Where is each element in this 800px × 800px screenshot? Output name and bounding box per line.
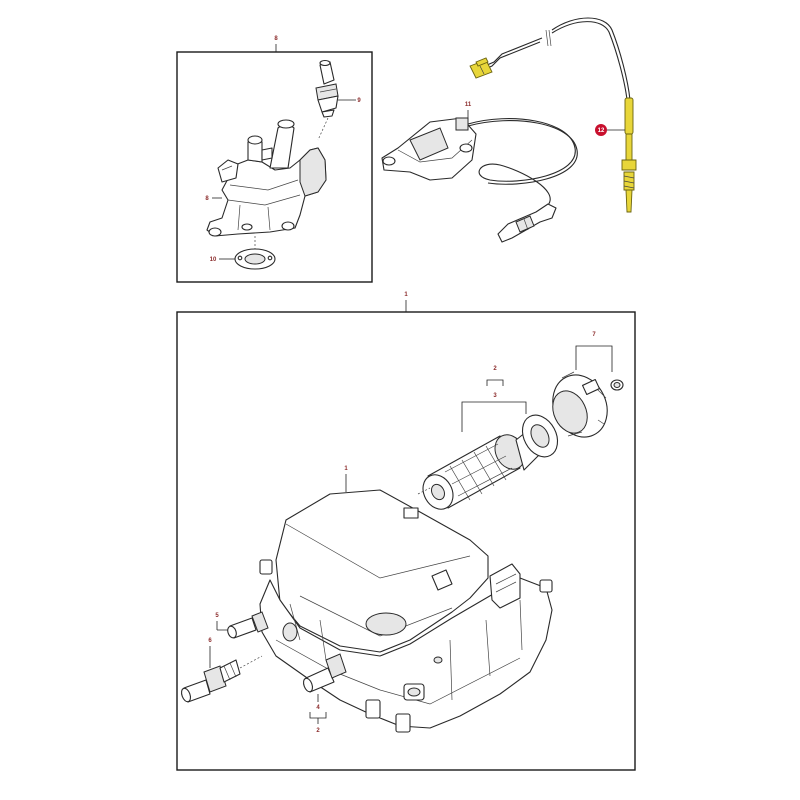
filter-cap-group: 7 [543,332,624,446]
urea-filter-group: 2 3 [417,366,565,515]
valve-assembly-group: 8 [176,36,373,283]
nox-probe-part[interactable] [497,203,557,243]
callout-4[interactable]: 4 [316,705,320,711]
callout-2-bottom[interactable]: 2 [316,728,320,734]
pressure-sensor-part[interactable] [315,59,339,141]
inlet-fitting-part[interactable] [226,611,269,639]
callout-11[interactable]: 11 [465,102,472,108]
callout-10[interactable]: 10 [210,257,217,263]
temp-sensor-connector-part[interactable] [469,57,493,79]
valve-assembly-frame [176,51,373,283]
break-mark [545,29,549,47]
callout-1-group[interactable]: 1 [404,292,408,298]
leader-3 [461,401,527,432]
callout-8-item[interactable]: 8 [205,196,209,202]
temperature-sensor-group: 12 [469,17,637,213]
nox-sensor-group: 11 [381,102,578,243]
return-fitting-group: 4 2 [302,653,347,734]
cap-plug-part[interactable] [610,379,624,391]
callout-12-badge [595,124,607,136]
gasket-part[interactable] [234,236,276,270]
valve-body-part[interactable] [206,119,327,237]
dosing-module-housing-part[interactable] [259,489,553,733]
callout-8-group[interactable]: 8 [274,36,278,42]
callout-6[interactable]: 6 [208,638,212,644]
nox-sensor-module-part[interactable] [381,117,477,181]
nox-sensor-cable [467,118,576,206]
filter-element-part[interactable] [417,430,531,515]
dosing-module-group: 1 [259,466,553,733]
temp-sensor-body-part[interactable] [621,97,637,213]
inlet-fitting-group: 5 [215,611,269,639]
callout-12[interactable]: 12 [598,128,605,134]
dosing-module-frame [176,311,636,771]
temp-sensor-wire-upper [479,37,543,69]
callout-3[interactable]: 3 [493,393,497,399]
callout-9[interactable]: 9 [357,98,361,104]
filter-equalizer-part[interactable] [515,409,565,471]
filter-cap-part[interactable] [543,366,617,446]
outlet-fitting-part[interactable] [180,655,263,703]
outlet-fitting-group: 6 [180,638,263,703]
callout-5[interactable]: 5 [215,613,219,619]
temp-sensor-cable [551,17,631,101]
callout-2-top[interactable]: 2 [493,366,497,372]
leader-2-top [486,379,504,386]
nox-sensor-cable-2 [467,120,578,185]
callout-7[interactable]: 7 [592,332,596,338]
leader-4 [309,712,327,719]
callout-1-item[interactable]: 1 [344,466,348,472]
leader-7 [575,345,613,372]
return-fitting-part[interactable] [302,653,347,693]
